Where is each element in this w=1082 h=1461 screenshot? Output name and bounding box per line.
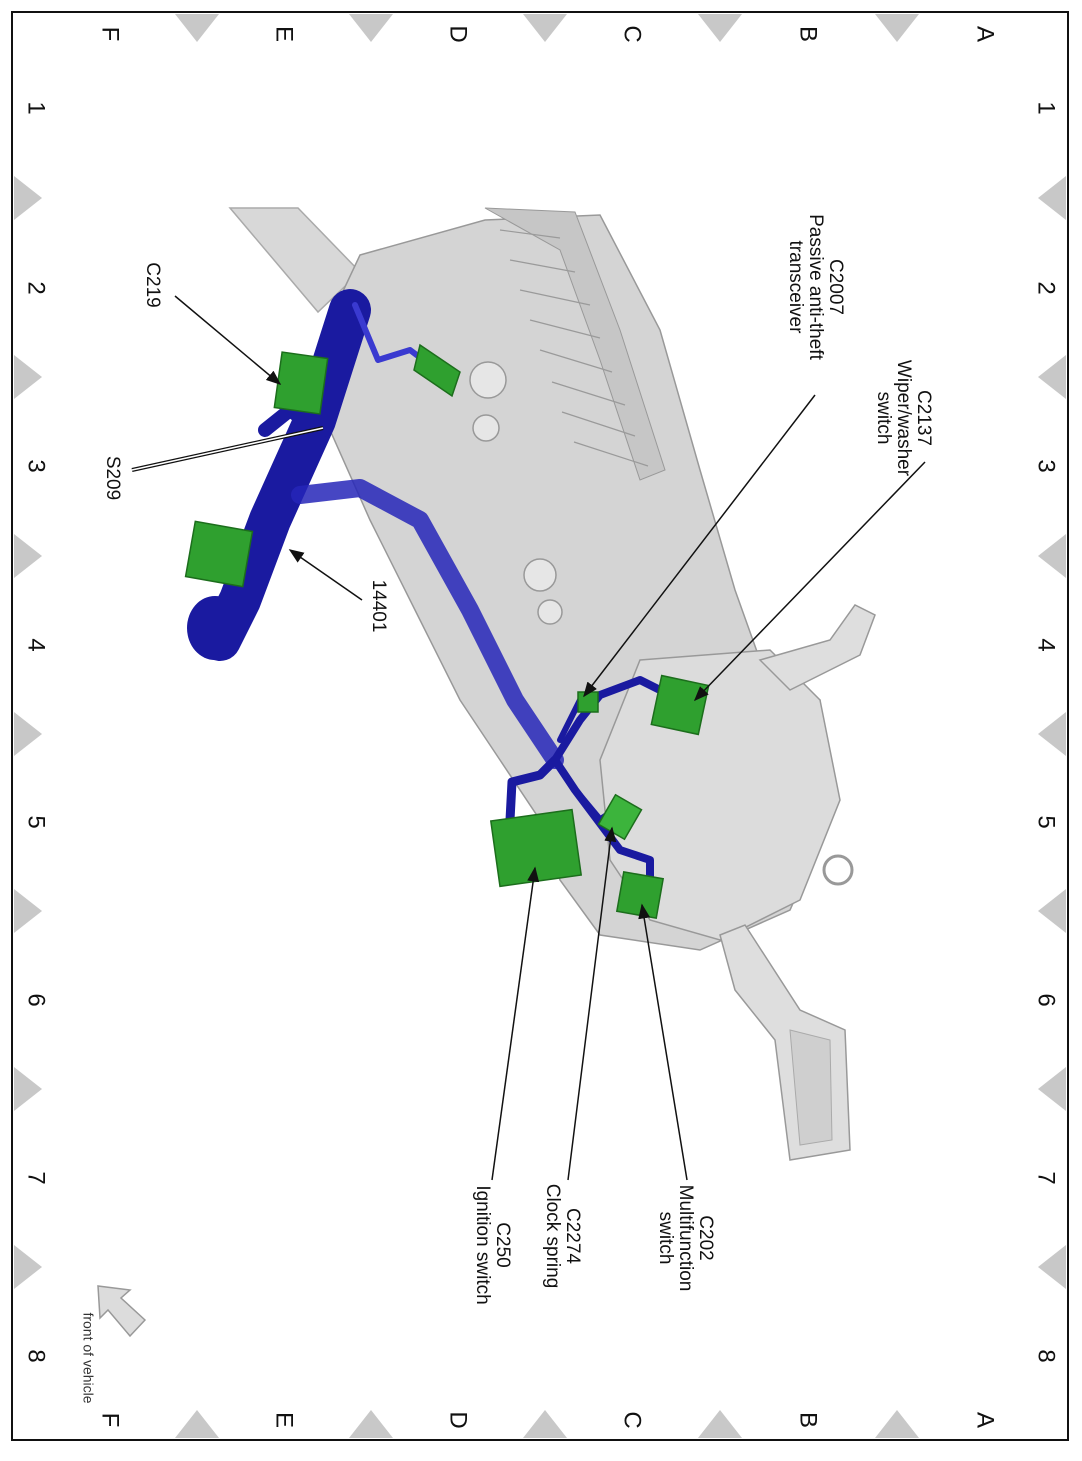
grid-col-label-top: C — [618, 25, 646, 43]
connector-inline — [184, 520, 254, 588]
grid-row-label-left: 1 — [22, 101, 50, 115]
grid-marker — [349, 14, 393, 42]
grid-marker — [14, 355, 42, 399]
grid-marker — [875, 14, 919, 42]
grid-marker — [175, 14, 219, 42]
grid-row-label-right: 5 — [1032, 815, 1060, 829]
grid-row-label-right: 6 — [1032, 993, 1060, 1007]
grid-row-label-right: 1 — [1032, 101, 1060, 115]
leader-lines — [131, 295, 926, 1181]
grid-marker — [14, 1245, 42, 1289]
connector-c202 — [615, 870, 665, 920]
grid-marker — [523, 14, 567, 42]
grid-marker — [1038, 1245, 1066, 1289]
grid-marker — [14, 1067, 42, 1111]
grid-row-label-right: 7 — [1032, 1171, 1060, 1185]
grid-col-label-top: A — [971, 25, 999, 43]
connector-c219 — [273, 351, 329, 415]
grid-row-label-left: 4 — [22, 638, 50, 652]
grid-row-label-left: 8 — [22, 1349, 50, 1363]
callout-14401: 14401 — [367, 579, 389, 633]
wiring-harness — [187, 289, 674, 899]
grid-marker — [1038, 176, 1066, 220]
grid-markers — [14, 14, 1066, 1438]
connectors — [184, 343, 710, 920]
grid-col-label-bottom: E — [270, 1411, 298, 1429]
grid-col-label-bottom: C — [618, 1411, 646, 1429]
callout-s209: S209 — [101, 455, 123, 501]
grid-row-label-right: 4 — [1032, 638, 1060, 652]
grid-row-label-right: 8 — [1032, 1349, 1060, 1363]
grid-row-label-left: 7 — [22, 1171, 50, 1185]
connector-c250 — [489, 808, 583, 888]
grid-marker — [1038, 889, 1066, 933]
front-of-vehicle-label: front of vehicle — [80, 1312, 97, 1404]
grid-marker — [1038, 712, 1066, 756]
callout-c250: C250 Ignition switch — [472, 1185, 513, 1305]
grid-row-label-right: 3 — [1032, 459, 1060, 473]
grid-marker — [875, 1410, 919, 1438]
callout-c2137: C2137 Wiper/washer switch — [873, 359, 934, 477]
grid-marker — [14, 712, 42, 756]
grid-row-label-left: 6 — [22, 993, 50, 1007]
grid-marker — [698, 1410, 742, 1438]
grid-col-label-bottom: F — [96, 1412, 124, 1428]
grid-marker — [698, 14, 742, 42]
grid-marker — [1038, 355, 1066, 399]
grid-row-label-left: 2 — [22, 281, 50, 295]
page-frame — [11, 11, 1069, 1441]
callout-c219: C219 — [141, 262, 163, 308]
grid-col-label-top: F — [96, 26, 124, 42]
grid-col-label-bottom: A — [971, 1411, 999, 1429]
grid-row-label-right: 2 — [1032, 281, 1060, 295]
callout-c202: C202 Multifunction switch — [655, 1184, 716, 1292]
grid-col-label-top: E — [270, 25, 298, 43]
grid-marker — [1038, 1067, 1066, 1111]
callout-c2274: C2274 Clock spring — [542, 1183, 583, 1289]
grid-row-label-left: 3 — [22, 459, 50, 473]
grid-marker — [523, 1410, 567, 1438]
grid-marker — [1038, 534, 1066, 578]
grid-marker — [14, 534, 42, 578]
grid-col-label-top: D — [444, 25, 472, 43]
steering-column — [228, 207, 876, 1161]
callout-c2007: C2007 Passive anti-theft transceiver — [785, 214, 846, 360]
ground-eyelet — [413, 343, 461, 398]
connector-c2007 — [577, 691, 599, 713]
connector-c2137 — [650, 674, 710, 736]
grid-marker — [14, 889, 42, 933]
grid-row-label-left: 5 — [22, 815, 50, 829]
grid-col-label-bottom: B — [794, 1411, 822, 1429]
grid-marker — [175, 1410, 219, 1438]
grid-col-label-bottom: D — [444, 1411, 472, 1429]
grid-col-label-top: B — [794, 25, 822, 43]
grid-marker — [349, 1410, 393, 1438]
grid-marker — [14, 176, 42, 220]
arrow-icon — [97, 1285, 147, 1338]
